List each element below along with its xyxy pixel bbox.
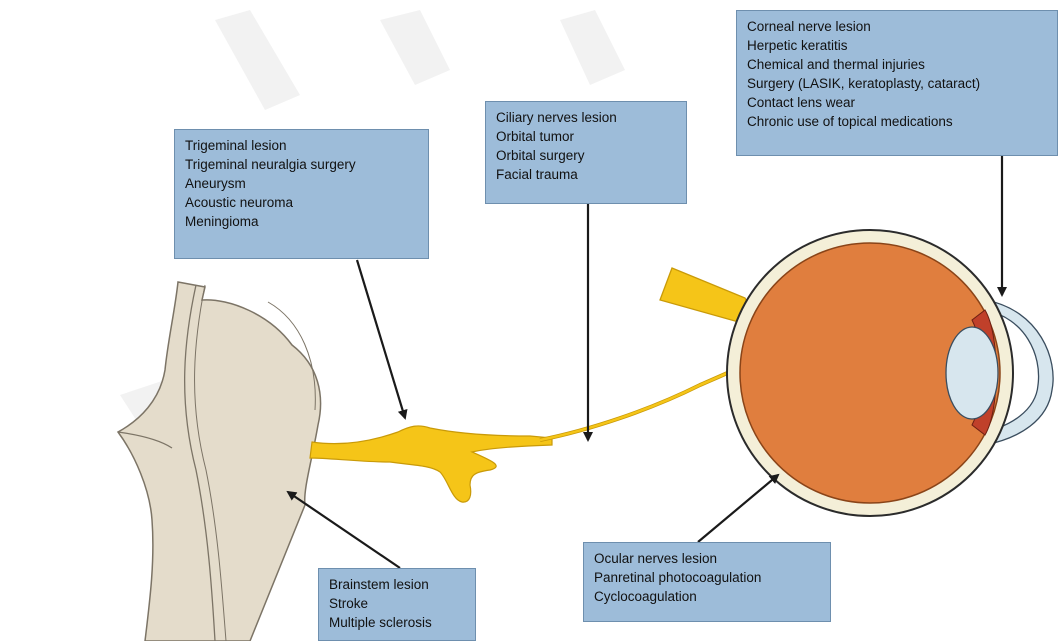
ocular-nerves-box: Ocular nerves lesion Panretinal photocoa… — [583, 542, 831, 622]
trigeminal-line-4: Acoustic neuroma — [185, 193, 418, 212]
trigeminal-line-3: Aneurysm — [185, 174, 418, 193]
trigeminal-line-2: Trigeminal neuralgia surgery — [185, 155, 418, 174]
ciliary-line-1: Ciliary nerves lesion — [496, 108, 676, 127]
trigeminal-line-5: Meningioma — [185, 212, 418, 231]
corneal-line-1: Corneal nerve lesion — [747, 17, 1047, 36]
arrow-trigeminal — [357, 260, 405, 418]
ciliary-line-2: Orbital tumor — [496, 127, 676, 146]
brainstem-lesion-box: Brainstem lesion Stroke Multiple scleros… — [318, 568, 476, 641]
corneal-nerve-box: Corneal nerve lesion Herpetic keratitis … — [736, 10, 1058, 156]
corneal-line-6: Chronic use of topical medications — [747, 112, 1047, 131]
corneal-line-5: Contact lens wear — [747, 93, 1047, 112]
arrow-brainstem — [288, 492, 400, 568]
ocular-line-2: Panretinal photocoagulation — [594, 568, 820, 587]
ciliary-line-3: Orbital surgery — [496, 146, 676, 165]
ciliary-line-4: Facial trauma — [496, 165, 676, 184]
arrow-ocular — [698, 475, 778, 542]
brainstem-line-2: Stroke — [329, 594, 465, 613]
brainstem-illustration — [118, 282, 321, 641]
ciliary-nerves-box: Ciliary nerves lesion Orbital tumor Orbi… — [485, 101, 687, 204]
brainstem-line-3: Multiple sclerosis — [329, 613, 465, 632]
trigeminal-nerve-illustration — [310, 352, 775, 502]
eye-illustration — [660, 230, 1053, 516]
ocular-line-3: Cyclocoagulation — [594, 587, 820, 606]
brainstem-line-1: Brainstem lesion — [329, 575, 465, 594]
trigeminal-line-1: Trigeminal lesion — [185, 136, 418, 155]
ocular-line-1: Ocular nerves lesion — [594, 549, 820, 568]
corneal-line-4: Surgery (LASIK, keratoplasty, cataract) — [747, 74, 1047, 93]
corneal-line-2: Herpetic keratitis — [747, 36, 1047, 55]
corneal-line-3: Chemical and thermal injuries — [747, 55, 1047, 74]
trigeminal-lesion-box: Trigeminal lesion Trigeminal neuralgia s… — [174, 129, 429, 259]
